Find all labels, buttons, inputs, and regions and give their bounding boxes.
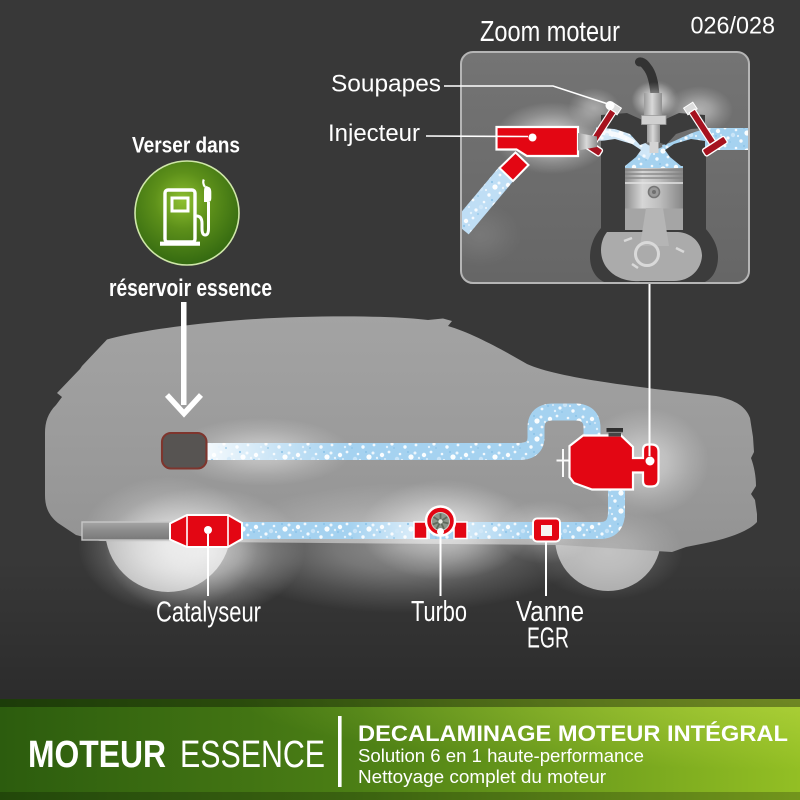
svg-text:ESSENCE: ESSENCE [180,734,325,776]
svg-text:Solution 6 en 1 haute-performa: Solution 6 en 1 haute-performance [358,745,644,766]
svg-text:Verser dans: Verser dans [132,133,240,158]
svg-text:Zoom moteur: Zoom moteur [480,16,620,48]
svg-text:Soupapes: Soupapes [331,71,441,98]
svg-text:réservoir essence: réservoir essence [109,275,272,302]
svg-text:Turbo: Turbo [411,596,467,628]
svg-text:Catalyseur: Catalyseur [156,597,261,629]
svg-text:Vanne: Vanne [516,596,584,628]
svg-text:Nettoyage complet du moteur: Nettoyage complet du moteur [358,766,606,787]
svg-text:Injecteur: Injecteur [328,120,420,147]
svg-text:EGR: EGR [527,623,569,655]
svg-text:026/028: 026/028 [691,13,776,40]
svg-text:DECALAMINAGE MOTEUR INTÉGRAL: DECALAMINAGE MOTEUR INTÉGRAL [358,721,788,746]
svg-text:MOTEUR: MOTEUR [28,734,166,776]
